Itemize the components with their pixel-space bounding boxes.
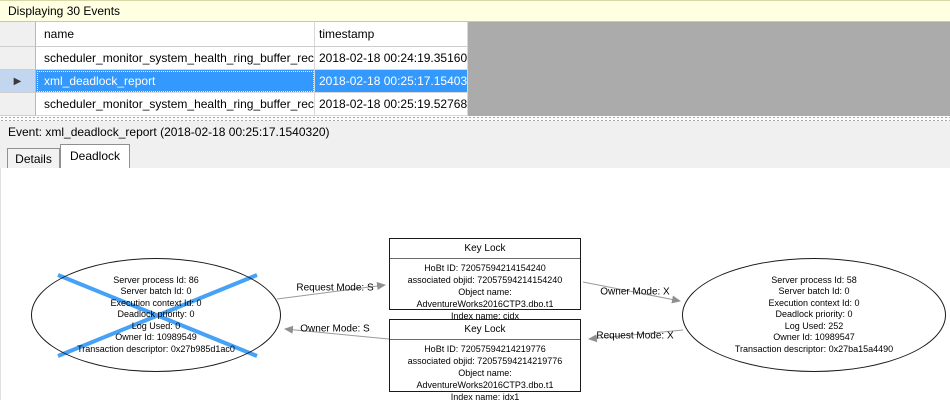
event-title-bar: Event: xml_deadlock_report (2018-02-18 0…: [0, 121, 950, 143]
edge-arrow-request-s: [276, 282, 386, 300]
process-line: Server batch Id: 0: [778, 286, 850, 297]
resource-title: Key Lock: [390, 239, 580, 259]
process-line: Server process Id: 86: [113, 274, 199, 285]
process-line: Deadlock priority: 0: [775, 309, 853, 320]
grid-splitter[interactable]: [0, 116, 950, 121]
resource-line: Object name: AdventureWorks2016CTP3.dbo.…: [416, 368, 554, 390]
events-grid-table: name timestamp scheduler_monitor_system_…: [0, 22, 468, 116]
tab-deadlock[interactable]: Deadlock: [60, 144, 130, 168]
deadlock-graph-panel: Server process Id: 86 Server batch Id: 0…: [0, 168, 950, 402]
process-line: Transaction descriptor: 0x27b985d1ac0: [77, 343, 235, 354]
process-line: Execution context Id: 0: [110, 297, 202, 308]
selected-row-arrow-icon: ▶: [13, 75, 22, 87]
resource-line: HoBt ID: 72057594214154240: [424, 263, 546, 273]
event-name-cell[interactable]: scheduler_monitor_system_health_ring_buf…: [36, 47, 315, 70]
edge-label-owner-mode-x: Owner Mode: X: [600, 286, 670, 298]
resource-line: Object name: AdventureWorks2016CTP3.dbo.…: [416, 287, 554, 309]
column-header-timestamp[interactable]: timestamp: [315, 22, 468, 47]
events-count-bar: Displaying 30 Events: [0, 0, 950, 22]
edge-arrow-owner-s: [284, 325, 390, 340]
event-name-cell[interactable]: xml_deadlock_report: [36, 70, 315, 93]
row-selector-cell[interactable]: [0, 93, 36, 116]
resource-line: associated objid: 72057594214154240: [407, 275, 563, 285]
edge-label-owner-mode-s: Owner Mode: S: [300, 323, 370, 335]
process-line: Deadlock priority: 0: [117, 309, 195, 320]
table-row-selected[interactable]: ▶ xml_deadlock_report 2018-02-18 00:25:1…: [0, 70, 468, 93]
event-timestamp-cell[interactable]: 2018-02-18 00:25:17.1540320: [315, 70, 468, 93]
event-name-cell[interactable]: scheduler_monitor_system_health_ring_buf…: [36, 93, 315, 116]
column-header-name[interactable]: name: [36, 22, 315, 47]
process-line: Server batch Id: 0: [120, 286, 192, 297]
tab-details[interactable]: Details: [7, 148, 60, 168]
process-line: Owner Id: 10989549: [115, 332, 197, 343]
edge-arrow-request-x: [588, 329, 684, 343]
events-grid: name timestamp scheduler_monitor_system_…: [0, 22, 950, 116]
process-line: Log Used: 252: [784, 320, 844, 331]
process-node-right[interactable]: Server process Id: 58 Server batch Id: 0…: [682, 258, 946, 372]
event-timestamp-cell[interactable]: 2018-02-18 00:24:19.3516078: [315, 47, 468, 70]
edge-arrow-owner-x: [582, 281, 681, 304]
resource-line: associated objid: 72057594214219776: [407, 356, 563, 366]
process-line: Execution context Id: 0: [768, 297, 860, 308]
row-selector-cell[interactable]: ▶: [0, 70, 36, 93]
resource-line: Index name: cidx: [450, 311, 520, 321]
event-timestamp-cell[interactable]: 2018-02-18 00:25:19.5276859: [315, 93, 468, 116]
process-line: Owner Id: 10989547: [773, 332, 855, 343]
resource-line: Index name: idx1: [450, 392, 520, 402]
process-node-left[interactable]: Server process Id: 86 Server batch Id: 0…: [31, 258, 281, 372]
edge-label-request-mode-s: Request Mode: S: [296, 282, 374, 294]
tab-strip: Details Deadlock: [0, 143, 950, 168]
row-selector-header: [0, 22, 36, 47]
table-row[interactable]: scheduler_monitor_system_health_ring_buf…: [0, 47, 468, 70]
resource-node-keylock-top[interactable]: Key Lock HoBt ID: 72057594214154240 asso…: [389, 238, 581, 321]
resource-node-keylock-bottom[interactable]: Key Lock HoBt ID: 72057594214219776 asso…: [389, 319, 581, 402]
resource-title: Key Lock: [390, 320, 580, 340]
events-count-text: Displaying 30 Events: [8, 4, 121, 18]
table-row[interactable]: scheduler_monitor_system_health_ring_buf…: [0, 93, 468, 116]
process-line: Log Used: 0: [131, 320, 181, 331]
process-line: Server process Id: 58: [771, 274, 857, 285]
edge-label-request-mode-x: Request Mode: X: [596, 330, 674, 342]
event-title-text: Event: xml_deadlock_report (2018-02-18 0…: [8, 125, 330, 139]
grid-header-row: name timestamp: [0, 22, 468, 47]
resource-line: HoBt ID: 72057594214219776: [424, 344, 546, 354]
row-selector-cell[interactable]: [0, 47, 36, 70]
process-line: Transaction descriptor: 0x27ba15a4490: [734, 343, 894, 354]
